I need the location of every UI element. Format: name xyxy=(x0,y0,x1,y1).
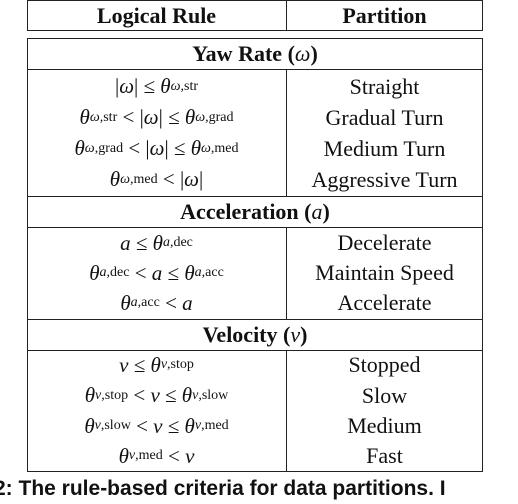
partition-medium: Medium xyxy=(347,413,422,438)
divider xyxy=(27,319,483,320)
divider xyxy=(27,227,483,228)
partition-aggressive-turn: Aggressive Turn xyxy=(311,166,458,192)
column-divider xyxy=(286,227,287,319)
section-title-yaw-rate: Yaw Rate (ω) xyxy=(192,40,318,66)
partition-gradual-turn: Gradual Turn xyxy=(325,104,444,130)
column-header-logical-rule: Logical Rule xyxy=(96,2,217,28)
partition-maintain-speed: Maintain Speed xyxy=(315,260,454,285)
section-title-acceleration: Acceleration (a) xyxy=(180,198,330,224)
divider xyxy=(27,196,483,197)
partition-stopped: Stopped xyxy=(348,352,421,377)
column-divider xyxy=(286,350,287,472)
partition-straight: Straight xyxy=(349,73,420,99)
partition-slow: Slow xyxy=(361,382,408,408)
column-header-partition: Partition xyxy=(342,2,427,28)
section-title-velocity: Velocity (v) xyxy=(202,321,308,347)
table-caption: 2: The rule-based criteria for data part… xyxy=(0,477,446,500)
partition-fast: Fast xyxy=(366,443,403,468)
column-divider xyxy=(286,69,287,196)
partition-medium-turn: Medium Turn xyxy=(323,135,446,161)
table-header-box xyxy=(27,0,483,31)
partition-accelerate: Accelerate xyxy=(337,290,432,315)
header-column-divider xyxy=(286,0,287,31)
divider xyxy=(27,350,483,351)
partition-decelerate: Decelerate xyxy=(337,230,432,255)
divider xyxy=(27,69,483,70)
table-body-box xyxy=(27,38,483,472)
